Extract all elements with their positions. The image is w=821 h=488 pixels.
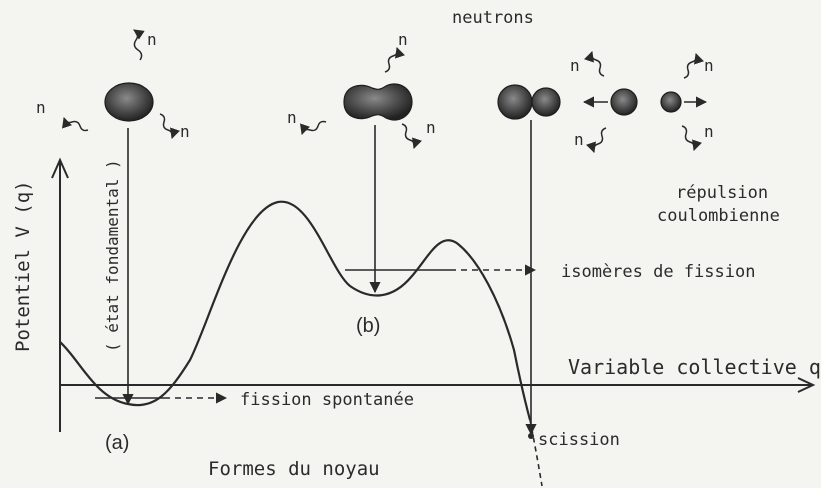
neutron-label: n [180, 122, 190, 141]
neutron-label: n [398, 30, 408, 49]
neutron-path [402, 124, 415, 148]
neutron-label: n [426, 118, 436, 137]
neutron-label: n [704, 122, 714, 141]
nucleus-scission-right [532, 88, 560, 116]
neutron-path [682, 126, 695, 150]
repulsion-label-line1: répulsion [676, 183, 768, 203]
neutron-path [385, 48, 398, 72]
neutron-label: n [574, 130, 584, 149]
potential-curve [60, 202, 530, 420]
scission-point [528, 433, 534, 439]
neutrons-label: neutrons [452, 8, 534, 28]
fragment-right [661, 92, 681, 112]
neutron-path [684, 54, 697, 78]
scission-label: scission [538, 430, 620, 450]
repulsion-label-line2: coulombienne [657, 206, 780, 226]
variable-collective-label: Variable collective q [568, 355, 821, 379]
fission-spontanee-label: fission spontanée [240, 390, 414, 410]
nucleus-elongated [344, 84, 412, 120]
neutron-label: n [570, 56, 580, 75]
fragment-left [611, 89, 637, 115]
nucleus-ground-state [105, 83, 153, 121]
etat-fondamental-label: ( état fondamental ) [103, 159, 122, 352]
neutron-path [594, 128, 607, 152]
neutron-label: n [36, 98, 46, 117]
neutron-label: n [287, 108, 297, 127]
isomeres-label: isomères de fission [561, 262, 755, 282]
label-b: (b) [356, 315, 380, 338]
neutron-path [134, 30, 142, 60]
formes-du-noyau-label: Formes du noyau [208, 458, 380, 480]
nucleus-scission-left [498, 85, 532, 119]
neutron-label: n [704, 56, 714, 75]
neutron-path [64, 118, 88, 131]
neutron-path [160, 114, 173, 138]
label-a: (a) [105, 432, 129, 455]
neutron-label: n [147, 30, 157, 49]
neutron-path [592, 52, 605, 76]
potential-axis-label: Potentiel V (q) [12, 180, 34, 352]
neutron-path [302, 122, 326, 135]
